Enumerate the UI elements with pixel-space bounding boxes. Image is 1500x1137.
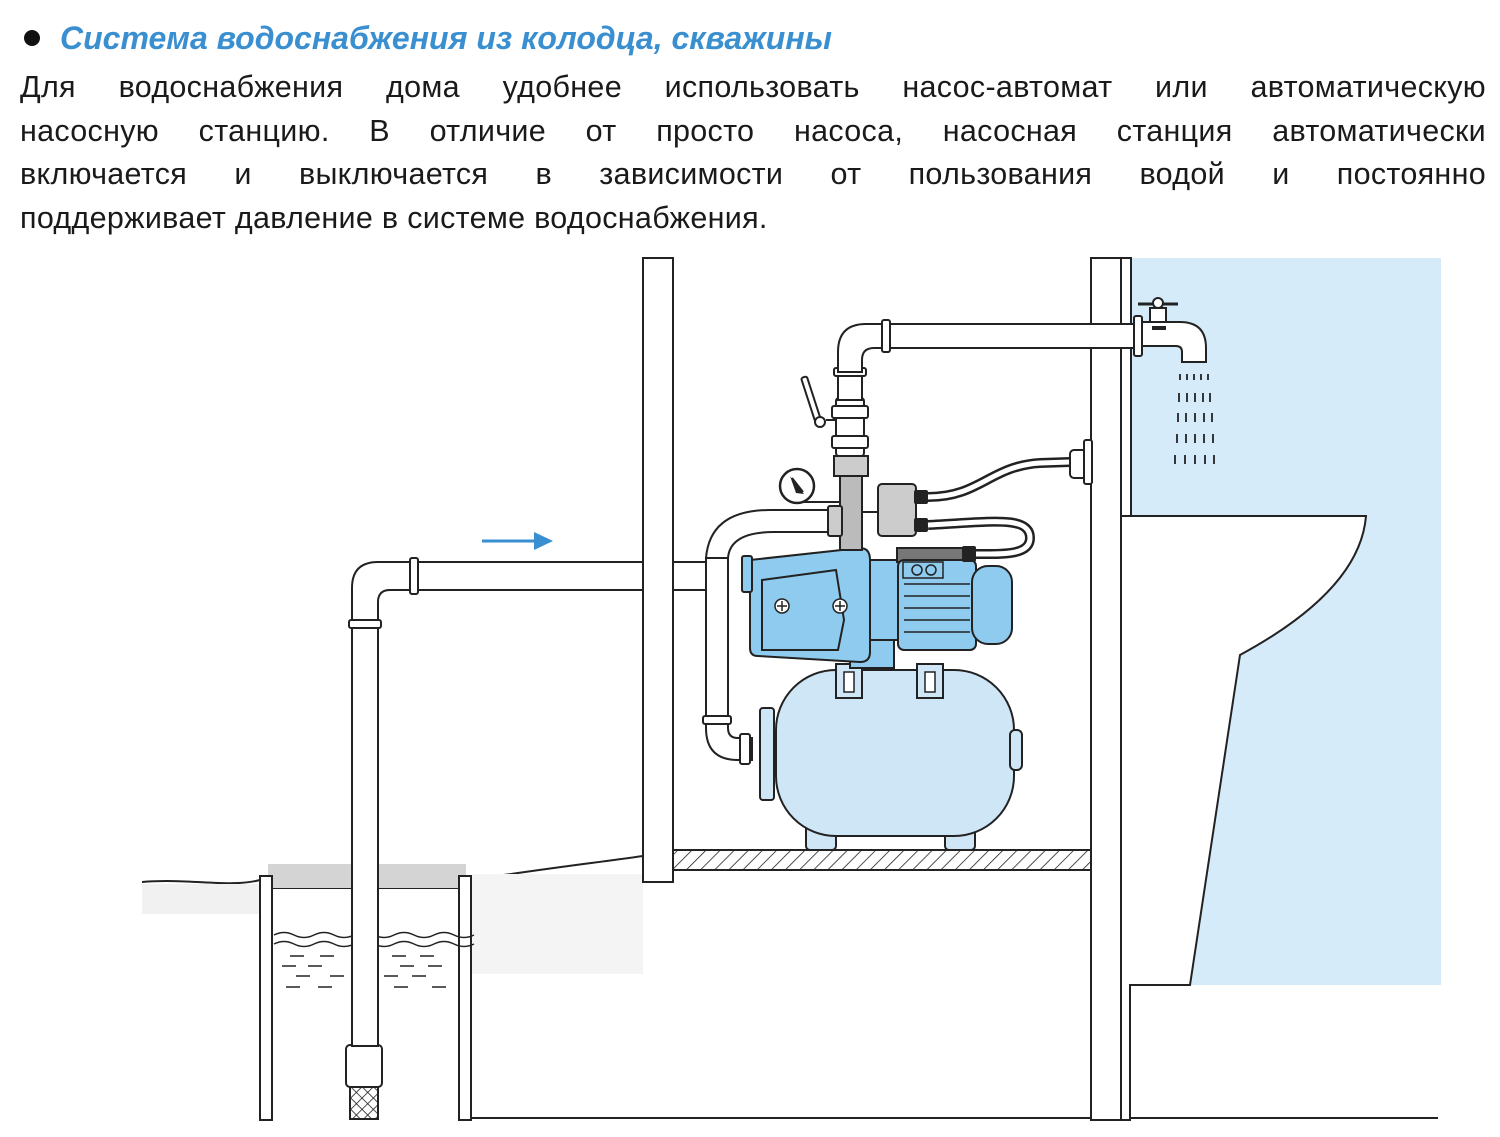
paragraph-line: поддерживает давление в системе водоснаб… xyxy=(20,200,768,235)
pressure-switch xyxy=(862,483,928,537)
riser-fitting xyxy=(833,455,869,477)
ball-valve xyxy=(800,375,869,457)
wall-socket-plate xyxy=(1083,439,1093,485)
tank-connection-fitting xyxy=(739,733,751,765)
water-spray xyxy=(1174,374,1215,464)
suction-filter xyxy=(345,1044,383,1088)
paragraph-line: Для водоснабжения дома удобнее использов… xyxy=(20,70,1486,104)
bullet-icon xyxy=(24,29,40,46)
house-wall-left xyxy=(642,257,674,883)
house-wall-right xyxy=(1090,257,1122,1121)
pressure-tank xyxy=(759,663,1023,851)
motor-cable xyxy=(927,519,1033,557)
gauge-icon xyxy=(778,467,840,505)
section-heading: Система водоснабжения из колодца, скважи… xyxy=(24,16,832,60)
pump-outlet-pipe xyxy=(704,509,833,559)
suction-filter-mesh xyxy=(349,1086,379,1120)
heading-text: Система водоснабжения из колодца, скважи… xyxy=(60,20,832,56)
floor-hatch xyxy=(673,850,1091,870)
arrow-right-icon xyxy=(482,532,553,550)
water-dashes xyxy=(282,955,446,988)
riser-pipe xyxy=(839,469,863,551)
ground-shadow xyxy=(472,874,643,974)
discharge-pipe xyxy=(833,315,1143,401)
ground-shadow xyxy=(142,884,262,914)
pump xyxy=(741,546,1013,669)
paragraph-line: включается и выключается в зависимости о… xyxy=(20,157,1486,191)
faucet-icon xyxy=(1138,297,1207,363)
description-paragraph: Для водоснабжения дома удобнее использов… xyxy=(20,66,1486,240)
well-wall-left xyxy=(259,875,273,1121)
tee-fitting xyxy=(827,505,843,537)
tank-connection-pipe xyxy=(705,557,753,761)
cable-gland xyxy=(962,546,976,562)
tank-connection-fitting xyxy=(702,715,732,725)
sink xyxy=(1120,515,1368,1121)
paragraph-line: насосную станцию. В отличие от просто на… xyxy=(20,113,1486,148)
power-cable xyxy=(927,459,1071,500)
power-cable xyxy=(927,457,1071,502)
house-wall-right-inner xyxy=(1120,257,1132,517)
well-wall-right xyxy=(458,875,472,1121)
